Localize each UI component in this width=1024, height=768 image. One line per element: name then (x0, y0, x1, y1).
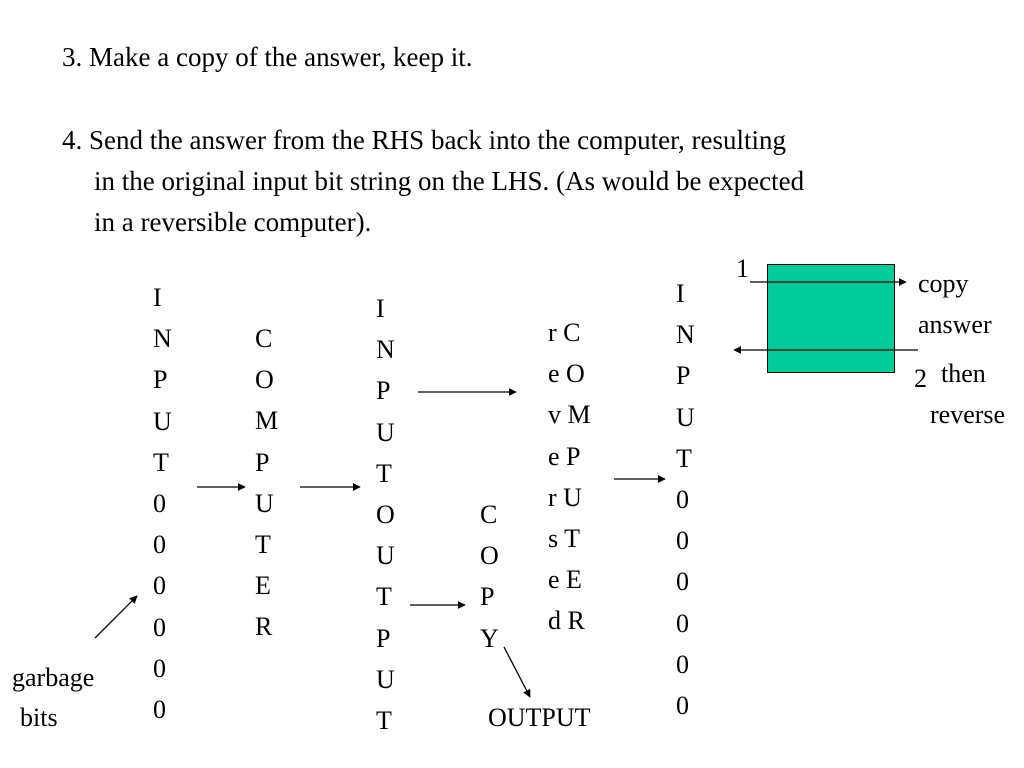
column-letter: e O (548, 359, 585, 389)
column-letter: I (376, 294, 385, 323)
column-letter: 0 (676, 691, 689, 721)
column-letter: e P (548, 441, 581, 471)
column-letter: U (153, 406, 172, 436)
column-letter: 0 (153, 571, 166, 601)
column-letter: P (153, 365, 168, 395)
column-letter: U (376, 417, 395, 447)
column-letter: P (376, 376, 391, 406)
step-4-line-2: in the original input bit string on the … (94, 166, 805, 196)
column-letter: T (376, 458, 392, 488)
column-letter: U (376, 541, 395, 571)
column-letter: I (676, 279, 685, 308)
column-letter: O (255, 365, 274, 395)
column-letter: s T (548, 524, 581, 554)
column-letter: r C (548, 318, 581, 347)
column-letter: P (480, 582, 495, 612)
column-letter: O (376, 500, 395, 530)
column-letter: N (376, 335, 395, 365)
column-letter: T (153, 447, 169, 477)
column-letter: C (480, 500, 498, 529)
column-letter: 0 (153, 530, 166, 560)
step-3-text: 3. Make a copy of the answer, keep it. (62, 42, 473, 72)
column-letter: 0 (153, 489, 166, 519)
copy-label: copy (918, 269, 969, 298)
column-letter: T (376, 582, 392, 612)
column-letter: v M (548, 400, 591, 430)
column-letter: 0 (676, 608, 689, 638)
then-label: then (941, 359, 986, 388)
number-1-label: 1 (736, 254, 749, 283)
column-letter: P (676, 361, 691, 391)
column-letter: T (255, 530, 271, 560)
column-letter: r U (548, 482, 582, 512)
column-letter: U (376, 664, 395, 694)
arrow-copy-to-output (503, 646, 531, 698)
column-letter: O (480, 541, 499, 571)
step-4-line-1: 4. Send the answer from the RHS back int… (62, 125, 787, 155)
step-4-line-3: in a reversible computer). (94, 207, 372, 237)
answer-label: answer (918, 310, 992, 339)
reversed-computer-column: r C e O v M e P r U s T e E d R (548, 312, 591, 642)
column-letter: I (153, 283, 162, 312)
column-letter: 0 (676, 526, 689, 556)
number-2-label: 2 (914, 364, 927, 393)
column-letter: 0 (676, 567, 689, 597)
column-letter: M (255, 406, 279, 436)
column-letter: 0 (676, 649, 689, 679)
column-letter: R (255, 612, 273, 642)
column-letter: 0 (153, 612, 166, 642)
column-letter: U (255, 488, 274, 518)
column-letter: P (376, 623, 391, 653)
column-letter: 0 (676, 485, 689, 515)
column-letter: U (676, 402, 695, 432)
column-letter: N (153, 324, 172, 354)
column-letter: T (376, 706, 392, 736)
reverse-label: reverse (930, 400, 1006, 429)
column-letter: E (255, 571, 271, 601)
column-letter: T (676, 443, 692, 473)
column-letter: e E (548, 565, 582, 595)
column-letter: N (676, 320, 695, 350)
bits-label: bits (20, 703, 58, 732)
garbage-label: garbage (12, 663, 95, 692)
column-letter: C (255, 324, 273, 353)
column-letter: Y (480, 623, 499, 653)
column-letter: 0 (153, 695, 166, 725)
arrow-garbage-bits (94, 595, 138, 639)
column-letter: 0 (153, 653, 166, 683)
column-letter: P (255, 447, 270, 477)
column-letter: d R (548, 606, 585, 636)
output-label: OUTPUT (488, 703, 591, 732)
